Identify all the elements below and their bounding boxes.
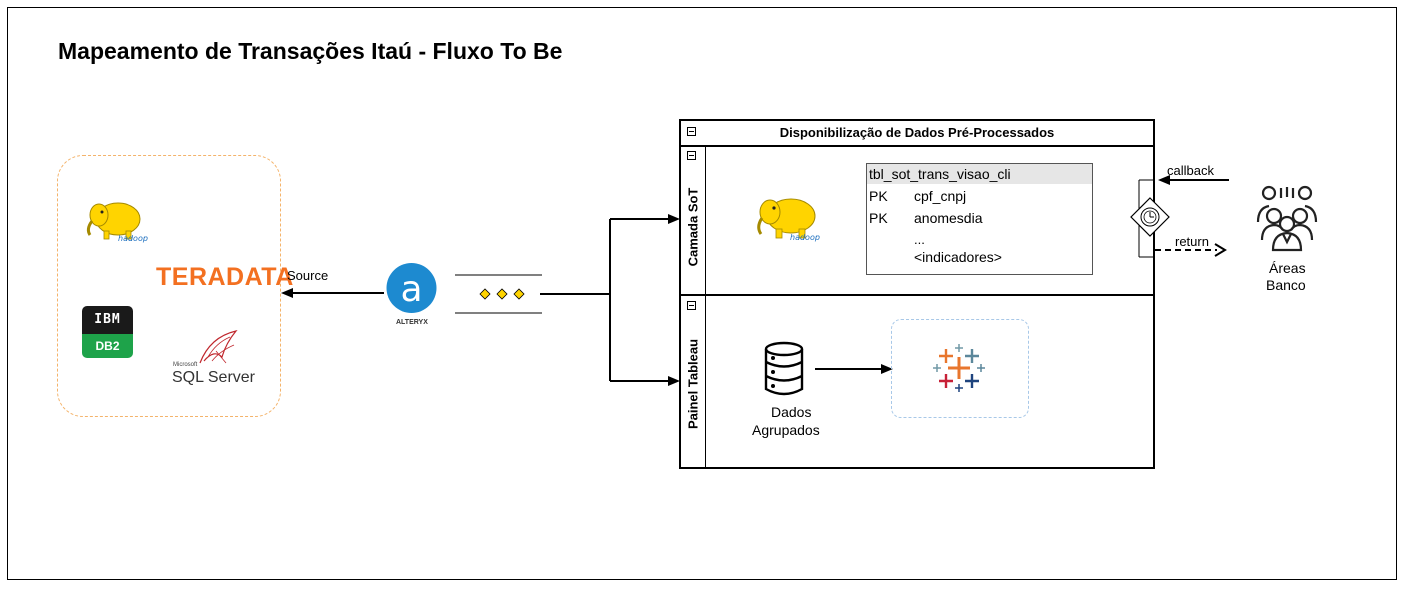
table-name: tbl_sot_trans_visao_cli [867,164,1092,184]
sqlserver-label: SQL Server [172,369,255,386]
data-sources-group[interactable] [57,155,281,417]
collapse-icon[interactable] [687,127,696,136]
sqlserver-icon [199,330,238,364]
table-row-field: anomesdia [914,210,983,226]
source-edge-label: Source [287,268,329,283]
dados-label-line2: Agrupados [752,422,820,438]
database-icon [764,341,804,396]
dados-label-line1: Dados [771,404,812,420]
collapse-icon[interactable] [687,151,696,160]
areas-label-line1: Áreas [1269,260,1306,276]
process-step-icon [455,274,542,314]
pool-title: Disponibilização de Dados Pré-Processado… [681,121,1153,147]
pool-disponibilizacao[interactable]: Disponibilização de Dados Pré-Processado… [679,119,1155,469]
teradata-logo: TERADATA [156,263,294,291]
tableau-panel[interactable] [891,319,1029,418]
lane-label-camada-sot: Camada SoT [685,187,701,267]
svg-text:a: a [400,269,422,310]
hadoop-logo-sources: hadoop [86,202,148,243]
sot-table[interactable]: tbl_sot_trans_visao_cli [866,163,1093,275]
lane-header: Painel Tableau [681,296,706,467]
table-row-field: <indicadores> [914,249,1002,265]
alteryx-label: ALTERYX [396,319,428,326]
lane-header: Camada SoT [681,145,706,294]
alteryx-icon[interactable]: a [383,262,440,319]
hadoop-logo-sot: hadoop [757,198,820,242]
sqlserver-brand: Microsoft [173,362,198,368]
split-connector [540,214,680,386]
table-row-field: ... [914,232,925,247]
svg-text:hadoop: hadoop [118,234,148,243]
table-row-key: PK [869,210,888,226]
users-group-icon [1256,185,1318,252]
dados-to-tableau-arrow [815,364,893,374]
tableau-logo-icon [933,344,985,392]
lane-painel-tableau[interactable]: Painel Tableau [681,296,1153,467]
lane-camada-sot[interactable]: Camada SoT [681,145,1153,296]
callback-label: callback [1167,163,1214,178]
db2-label: DB2 [82,334,133,358]
table-row-key: PK [869,188,888,204]
lane-label-painel-tableau: Painel Tableau [685,338,701,430]
svg-text:hadoop: hadoop [790,233,820,242]
ibm-label: IBM [82,306,133,334]
canvas-frame [7,7,1397,580]
areas-label-line2: Banco [1266,277,1306,293]
table-row-field: cpf_cnpj [914,188,967,204]
source-arrow [281,288,384,298]
return-label: return [1175,234,1209,249]
collapse-icon[interactable] [687,301,696,310]
timer-event-icon[interactable] [1129,196,1171,238]
ibm-db2-logo: IBM DB2 [82,306,133,358]
page-title: Mapeamento de Transações Itaú - Fluxo To… [58,38,563,64]
